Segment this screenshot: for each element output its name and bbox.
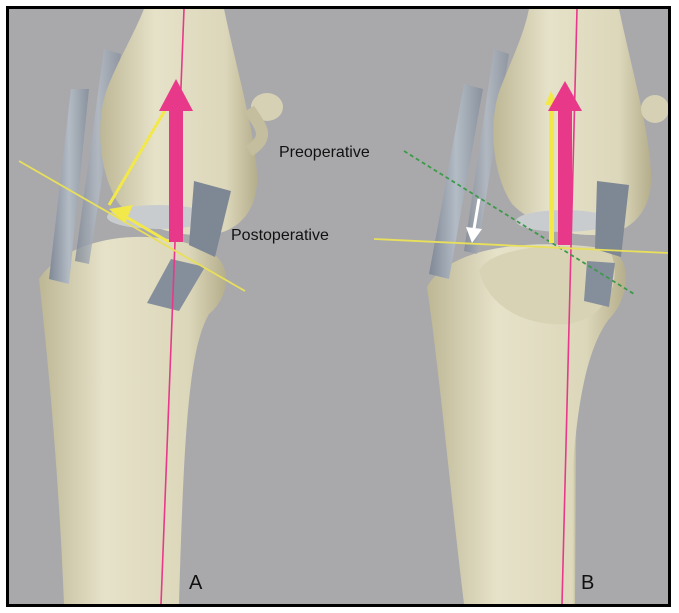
panel-a-illustration: [19, 9, 283, 604]
panel-b-sesamoid: [641, 95, 668, 123]
panel-b-plate-upper: [595, 181, 629, 257]
label-panel-b: B: [581, 572, 594, 594]
label-panel-a: A: [189, 572, 203, 594]
label-preoperative: Preoperative: [279, 144, 370, 161]
figure-frame: Preoperative Postoperative A B: [6, 6, 671, 607]
knee-diagram: Preoperative Postoperative A B: [9, 9, 668, 604]
panel-a-tibia: [39, 237, 226, 604]
label-postoperative: Postoperative: [231, 227, 329, 244]
panel-b-illustration: [374, 9, 668, 604]
